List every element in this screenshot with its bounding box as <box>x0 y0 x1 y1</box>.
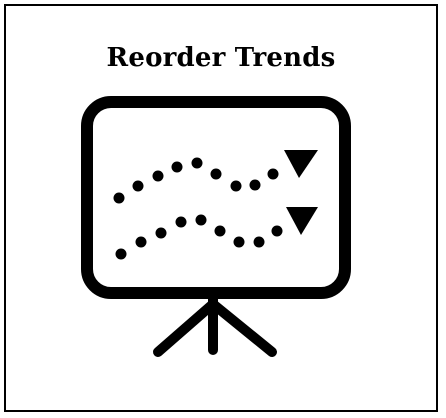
lower-trend-line <box>115 214 283 260</box>
lower-trend-arrow-icon <box>286 207 318 235</box>
reorder-trends-card: Reorder Trends <box>4 4 438 412</box>
upper-trend-line <box>113 157 279 204</box>
card-title: Reorder Trends <box>106 43 336 73</box>
board-stand <box>153 293 277 357</box>
board-frame <box>81 96 351 299</box>
presentation-board-svg <box>81 96 351 357</box>
upper-trend-arrow-icon <box>284 150 318 178</box>
presentation-board-trend-icon <box>6 6 436 410</box>
